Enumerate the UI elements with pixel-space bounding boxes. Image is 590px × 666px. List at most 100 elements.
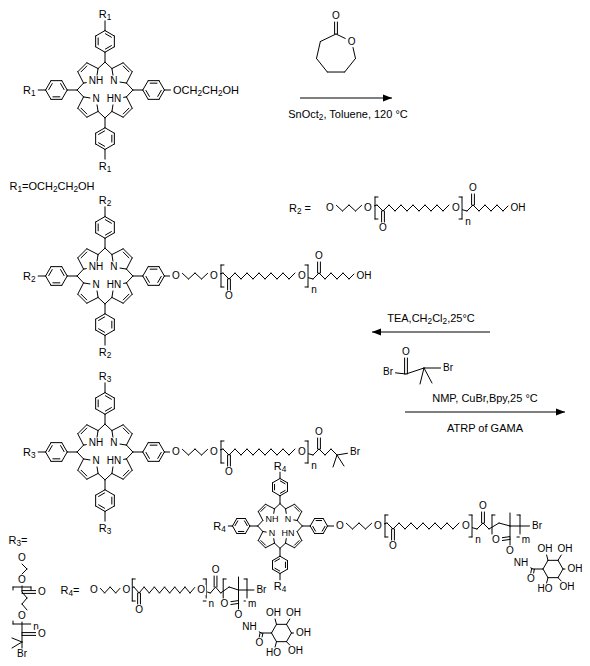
bond-line [159,587,164,593]
bracket [305,287,308,288]
pyrrole-ring [81,294,87,300]
bond-line [292,633,294,634]
lactone-ring [317,42,321,59]
pyrrole-ring [261,507,266,512]
pyrrole-ring [81,108,87,114]
pyrrole-ring [112,297,123,303]
phenyl-ring [148,99,159,100]
atom-label: n [474,535,482,545]
pyrrole-ring [265,504,274,509]
phenyl-ring [114,398,115,409]
meso-bond [105,52,106,62]
bond-line [349,274,354,279]
pyrrole-ring [78,425,87,434]
phenyl-ring [313,526,316,531]
reaction-label: O [211,565,221,575]
bond-line [491,205,497,211]
phenyl-ring [146,90,149,96]
phenyl-ring [46,90,51,99]
phenyl-ring [62,267,67,276]
bond-line [533,569,543,570]
atom-label: R3 [98,371,113,382]
atom-label: O [209,447,219,457]
phenyl-ring [62,90,67,99]
bond-line [223,449,229,455]
bond-line [337,455,344,466]
atom-label: R2 [98,346,113,357]
phenyl-ring [143,90,148,99]
phenyl-ring [280,481,285,484]
phenyl-ring [105,144,114,149]
bond-line [499,523,510,526]
bond-line [239,590,254,591]
pyrrole-ring [112,467,113,474]
bond-line [247,449,253,455]
phenyl-ring [49,446,52,452]
bond-line [420,368,424,384]
meso-bond [105,248,112,254]
double-bond [137,593,138,604]
atom-label: OH [558,582,575,592]
bond-line [223,273,229,279]
pyrrole-ring [112,249,123,255]
bond-line [289,273,295,279]
meso-bond [67,452,77,453]
bond-line [429,523,435,529]
bond-line [356,205,362,211]
pyrrole-ring [273,539,275,544]
phenyl-ring [62,443,67,452]
bond-line [189,273,196,279]
phenyl-ring [148,266,159,267]
phenyl-ring [146,276,149,282]
phenyl-ring [51,266,62,267]
phenyl-ring [148,442,159,443]
bond-line [407,205,413,211]
bond-line [189,449,196,455]
phenyl-ring [96,128,105,133]
substituent-bond [105,383,106,393]
bond-line [277,449,283,455]
bond-line [443,205,449,211]
phenyl-ring [280,490,285,493]
atom-label: R1 [98,9,113,20]
meso-bond [258,526,263,532]
phenyl-ring [310,526,314,533]
bond-line [12,642,22,648]
phenyl-ring [150,445,157,446]
phenyl-ring [105,34,111,37]
bond-line [563,569,565,570]
double-bond [227,279,228,290]
pyrrole-ring [112,431,113,438]
bond-line [165,587,170,593]
phenyl-ring [323,519,327,526]
atom-label: OCH2CH2OH [172,85,240,96]
bond-line [100,588,104,593]
phenyl-ring [62,452,67,461]
phenyl-ring [143,443,148,452]
pyrrole-ring [84,459,90,460]
pyrrole-ring [123,249,132,258]
meso-bond [77,83,83,90]
lactone-ring [327,72,344,73]
pyrrole-ring [97,467,98,474]
bond-line [497,205,503,211]
meso-bond [302,526,310,527]
phenyl-ring [46,452,51,461]
phenyl-ring [232,526,236,533]
pyrrole-ring [123,294,129,300]
pyrrole-ring [78,97,84,108]
lactone-ring [336,34,345,38]
substituent-bond [105,335,106,345]
phenyl-ring [237,533,246,534]
bond-line [485,205,491,211]
phenyl-ring [105,396,111,399]
pyrrole-ring [126,459,132,470]
meso-bond [105,297,112,303]
pyrrole-ring [295,507,300,512]
phenyl-ring [275,559,280,562]
bond-line [387,523,393,529]
phenyl-ring [105,220,111,223]
phenyl-ring [159,276,164,285]
phenyl-ring [111,497,112,504]
bond-line [116,588,120,593]
